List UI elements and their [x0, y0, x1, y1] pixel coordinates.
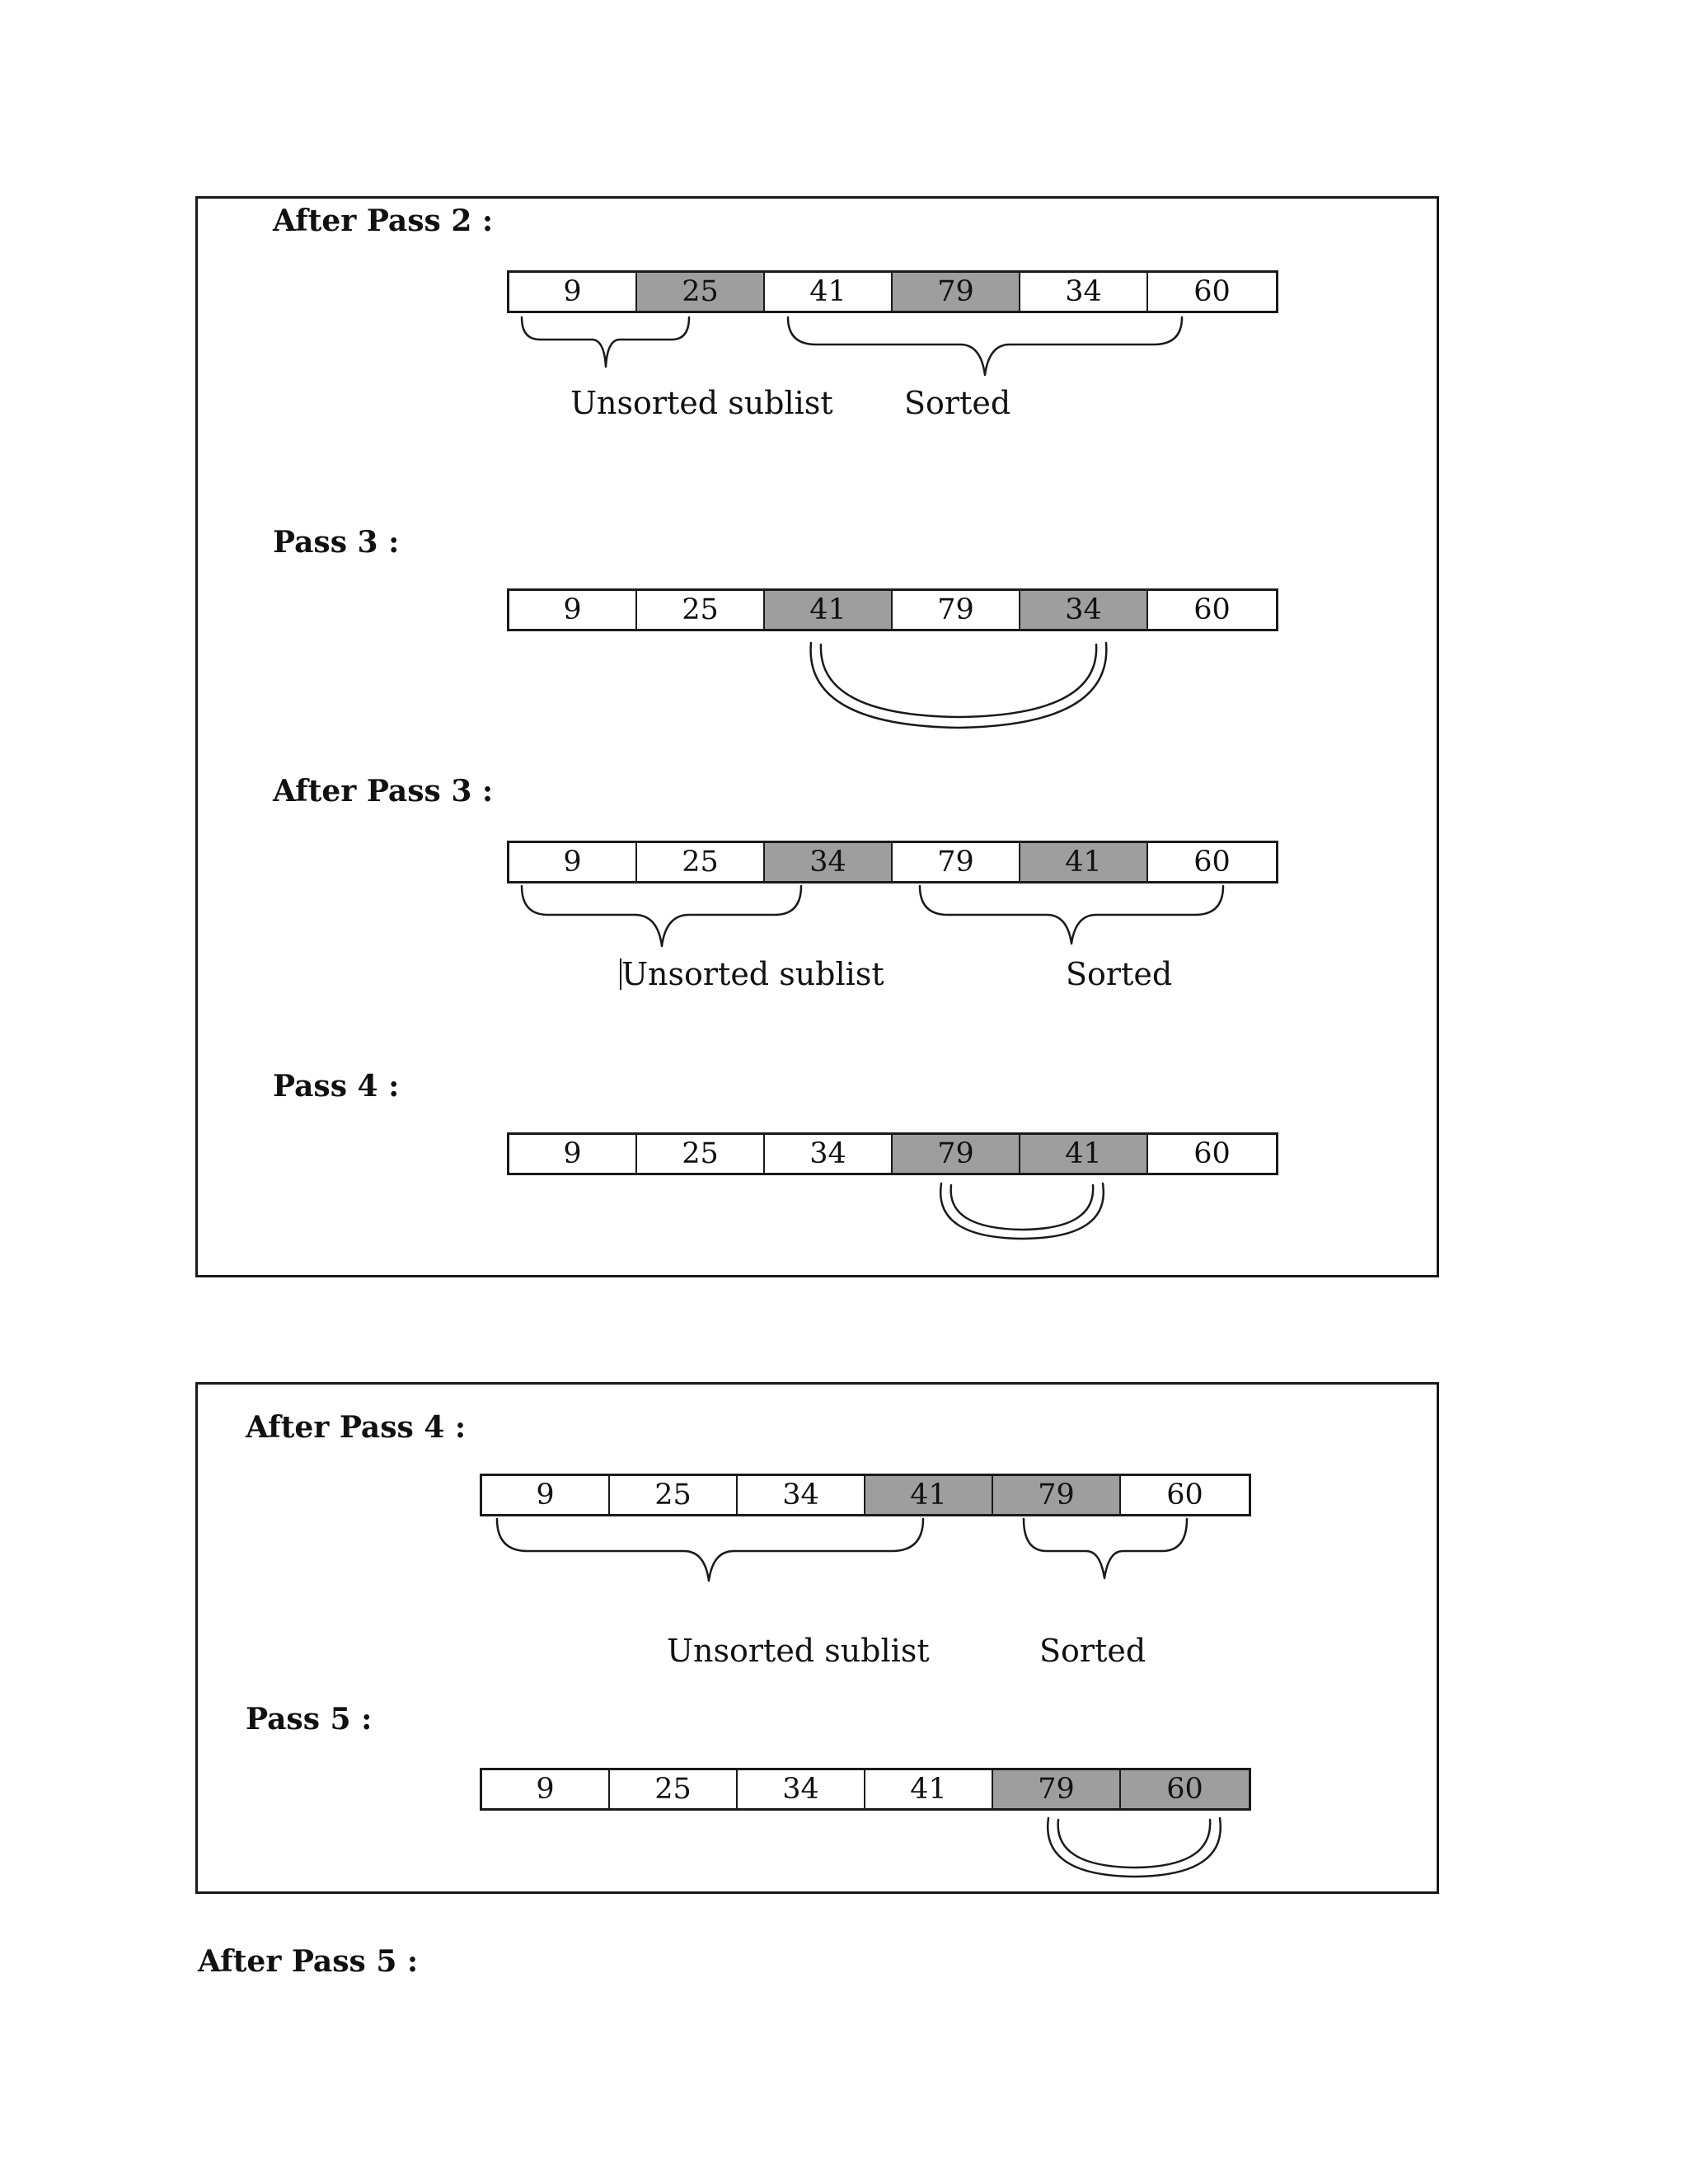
array-cell: 41 — [765, 591, 893, 629]
brace-unsorted — [495, 1517, 925, 1582]
heading-after-pass-3: After Pass 3 : — [273, 774, 494, 808]
array-cell: 9 — [509, 273, 637, 311]
swap-arc-pass-5-inner — [1057, 1818, 1212, 1869]
array-cell: 79 — [893, 1135, 1020, 1173]
array-cell: 34 — [738, 1770, 865, 1808]
array-cell: 25 — [637, 591, 765, 629]
array-cell: 25 — [610, 1476, 738, 1514]
array-cell: 25 — [637, 843, 765, 881]
label-sorted: Sorted — [904, 385, 1011, 421]
label-unsorted-sublist: Unsorted sublist — [667, 1633, 930, 1669]
array-cell: 79 — [893, 843, 1020, 881]
array-cell: 34 — [1020, 273, 1148, 311]
array-cell: 25 — [637, 273, 765, 311]
array-cell: 60 — [1148, 273, 1276, 311]
brace-sorted — [918, 884, 1225, 945]
swap-arc-pass-3 — [809, 641, 1108, 729]
array-cell: 9 — [482, 1770, 610, 1808]
array-cell: 79 — [993, 1476, 1121, 1514]
swap-arc-pass-5 — [1046, 1816, 1222, 1878]
array-cell: 60 — [1148, 843, 1276, 881]
heading-after-pass-5: After Pass 5 : — [198, 1944, 419, 1979]
swap-arc-pass-4-inner — [950, 1183, 1095, 1231]
heading-pass-3: Pass 3 : — [273, 525, 400, 560]
panel-passes-2-4 — [195, 196, 1439, 1277]
swap-arc-pass-3-inner — [819, 643, 1098, 719]
array-cell: 41 — [1020, 843, 1148, 881]
array-cell: 34 — [1020, 591, 1148, 629]
array-cell: 79 — [993, 1770, 1121, 1808]
text-cursor — [620, 958, 621, 990]
label-sorted: Sorted — [1066, 956, 1173, 992]
brace-unsorted — [520, 316, 691, 368]
array-cell: 34 — [765, 1135, 893, 1173]
label-unsorted-sublist: Unsorted sublist — [570, 385, 833, 421]
array-cell: 34 — [765, 843, 893, 881]
array-cell: 34 — [738, 1476, 865, 1514]
array-cell: 79 — [893, 273, 1020, 311]
array-cell: 25 — [610, 1770, 738, 1808]
array-cell: 60 — [1148, 591, 1276, 629]
array-cell: 25 — [637, 1135, 765, 1173]
array-cell: 9 — [482, 1476, 610, 1514]
array-cell: 41 — [765, 273, 893, 311]
array-cell: 9 — [509, 843, 637, 881]
array-cell: 60 — [1148, 1135, 1276, 1173]
brace-unsorted — [520, 884, 803, 948]
array-cell: 41 — [1020, 1135, 1148, 1173]
array-cell: 41 — [865, 1476, 993, 1514]
heading-pass-4: Pass 4 : — [273, 1069, 400, 1104]
array-cell: 9 — [509, 591, 637, 629]
array-cell: 60 — [1121, 1476, 1249, 1514]
label-unsorted-sublist: Unsorted sublist — [621, 956, 884, 992]
array-cell: 79 — [893, 591, 1020, 629]
array-cell: 41 — [865, 1770, 993, 1808]
brace-sorted — [1022, 1517, 1189, 1580]
label-sorted: Sorted — [1039, 1633, 1146, 1669]
array-cell: 9 — [509, 1135, 637, 1173]
heading-pass-5: Pass 5 : — [246, 1702, 373, 1736]
brace-sorted — [786, 316, 1184, 377]
swap-arc-pass-4 — [939, 1182, 1105, 1240]
heading-after-pass-2: After Pass 2 : — [273, 204, 494, 238]
heading-after-pass-4: After Pass 4 : — [246, 1410, 467, 1445]
array-cell: 60 — [1121, 1770, 1249, 1808]
